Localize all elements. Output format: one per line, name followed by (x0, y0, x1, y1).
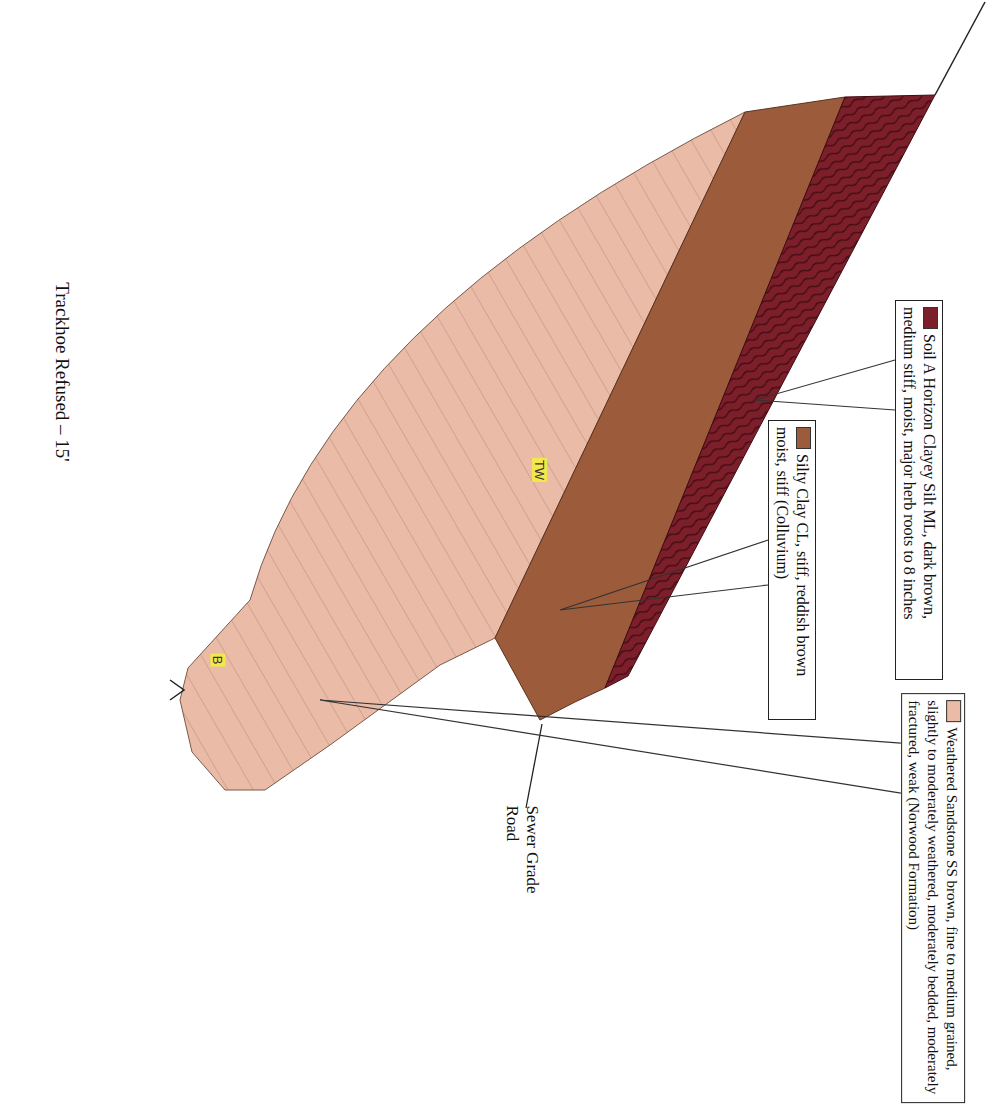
material-swatch (796, 427, 811, 449)
material-description: Soil A Horizon Clayey Silt ML, dark brow… (901, 307, 938, 620)
refusal-mark (170, 680, 184, 700)
highlight-tag: B (209, 654, 227, 667)
material-swatch (923, 307, 938, 329)
material-description: Silty Clay CL, stiff, reddish brown mois… (774, 427, 811, 676)
leader-line (560, 540, 768, 610)
material-description: Weathered Sandstone SS brown, fine to me… (907, 700, 961, 1094)
legend-callout-box: Silty Clay CL, stiff, reddish brown mois… (768, 420, 816, 720)
legend-callout-box: Soil A Horizon Clayey Silt ML, dark brow… (895, 300, 943, 680)
road-leader (526, 724, 542, 808)
material-swatch (946, 700, 961, 722)
annotation-label: Sewer Grade Road (502, 805, 543, 915)
colluvium-layer (495, 97, 845, 720)
highlight-tag: TW (531, 458, 549, 482)
annotation-label: Trackhoe Refused – 15' (51, 282, 73, 462)
legend-callout-box: Weathered Sandstone SS brown, fine to me… (901, 693, 965, 1103)
leader-line (755, 360, 895, 410)
ground-surface-line (935, 2, 985, 95)
